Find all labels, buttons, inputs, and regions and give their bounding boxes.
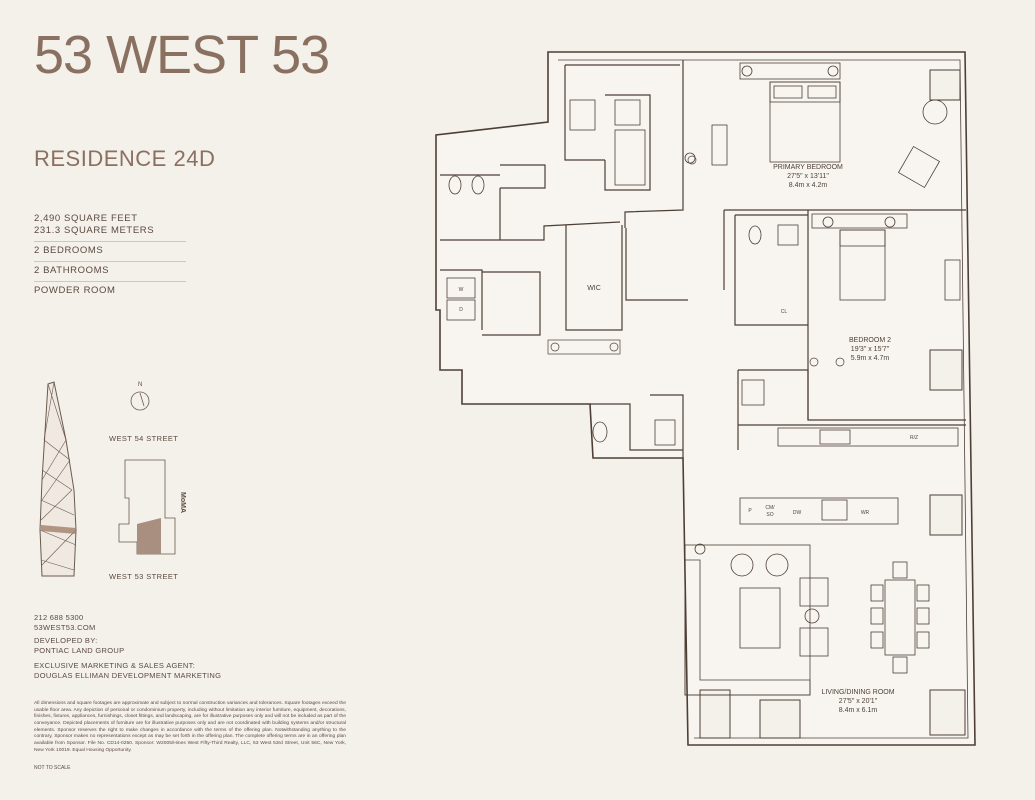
bedroom2-dims-m: 5.9m x 4.7m — [851, 355, 890, 362]
agent-info: EXCLUSIVE MARKETING & SALES AGENT: DOUGL… — [34, 661, 221, 681]
street-west-53: WEST 53 STREET — [109, 572, 179, 581]
plan-walls — [435, 51, 976, 746]
site-block-map — [118, 459, 176, 555]
spec-square-meters: 231.3 SQUARE METERS — [34, 224, 155, 236]
kitchen-fixtures — [739, 427, 959, 525]
plan-columns — [699, 69, 966, 739]
bedroom2-dims-ft: 19'3" x 15'7" — [851, 346, 890, 353]
contact-phone: 212 688 5300 — [34, 613, 84, 622]
living-dims-ft: 27'5" x 20'1" — [839, 698, 878, 705]
bathroom-fixtures — [446, 99, 799, 446]
contact-info: 212 688 5300 53WEST53.COM — [34, 613, 96, 633]
spec-square-feet: 2,490 SQUARE FEET — [34, 213, 138, 224]
brand-title: 53 WEST 53 — [34, 25, 330, 85]
bedroom2-label: BEDROOM 2 — [849, 337, 891, 344]
pantry-label: P — [748, 508, 752, 514]
street-west-54: WEST 54 STREET — [109, 434, 179, 443]
spec-area: 2,490 SQUARE FEET 231.3 SQUARE METERS — [34, 210, 186, 242]
agent-label: EXCLUSIVE MARKETING & SALES AGENT: — [34, 661, 196, 670]
washer-label: W — [459, 287, 464, 293]
spec-powder: POWDER ROOM — [34, 282, 186, 301]
ceiling-fixtures — [547, 155, 845, 367]
primary-bedroom-label: PRIMARY BEDROOM — [773, 164, 843, 171]
agent-name: DOUGLAS ELLIMAN DEVELOPMENT MARKETING — [34, 670, 222, 680]
closet-label: CL — [781, 309, 788, 315]
developer-label: DEVELOPED BY: — [34, 636, 98, 645]
living-dims-m: 8.4m x 6.1m — [839, 707, 878, 714]
spec-bedrooms: 2 BEDROOMS — [34, 242, 186, 262]
specs-list: 2,490 SQUARE FEET 231.3 SQUARE METERS 2 … — [34, 210, 186, 300]
developer-info: DEVELOPED BY: PONTIAC LAND GROUP — [34, 636, 124, 656]
legal-disclaimer: All dimensions and square footages are a… — [34, 701, 346, 753]
developer-name: PONTIAC LAND GROUP — [34, 645, 125, 655]
spec-bathrooms: 2 BATHROOMS — [34, 262, 186, 282]
dryer-label: D — [459, 307, 463, 313]
tower-illustration — [39, 381, 77, 577]
wic-label: WIC — [587, 285, 601, 292]
spec-powder-text: POWDER ROOM — [34, 284, 116, 296]
moma-label: MoMA — [179, 492, 186, 513]
cm-label: CM/ — [765, 505, 775, 511]
so-label: SO — [766, 512, 773, 518]
living-label: LIVING/DINING ROOM — [821, 689, 894, 696]
dishwasher-label: DW — [793, 510, 802, 516]
bedroom2-furniture — [811, 213, 961, 301]
primary-bedroom-dims-m: 8.4m x 4.2m — [789, 182, 828, 189]
room-labels: PRIMARY BEDROOM 27'5" x 13'11" 8.4m x 4.… — [459, 164, 918, 714]
primary-bedroom-furniture — [684, 62, 948, 189]
refrigerator-label: R/Z — [910, 435, 918, 441]
spec-bedrooms-text: 2 BEDROOMS — [34, 244, 104, 256]
floor-plan: PRIMARY BEDROOM 27'5" x 13'11" 8.4m x 4.… — [435, 51, 976, 746]
north-label: N — [138, 382, 143, 388]
not-to-scale-note: NOT TO SCALE — [34, 765, 71, 771]
wine-label: WR — [861, 510, 870, 516]
residence-title: RESIDENCE 24D — [34, 146, 216, 171]
living-furniture — [684, 543, 930, 696]
spec-bathrooms-text: 2 BATHROOMS — [34, 264, 110, 276]
contact-website: 53WEST53.COM — [34, 622, 96, 632]
primary-bedroom-dims-ft: 27'5" x 13'11" — [787, 173, 829, 180]
compass-icon — [130, 391, 150, 411]
